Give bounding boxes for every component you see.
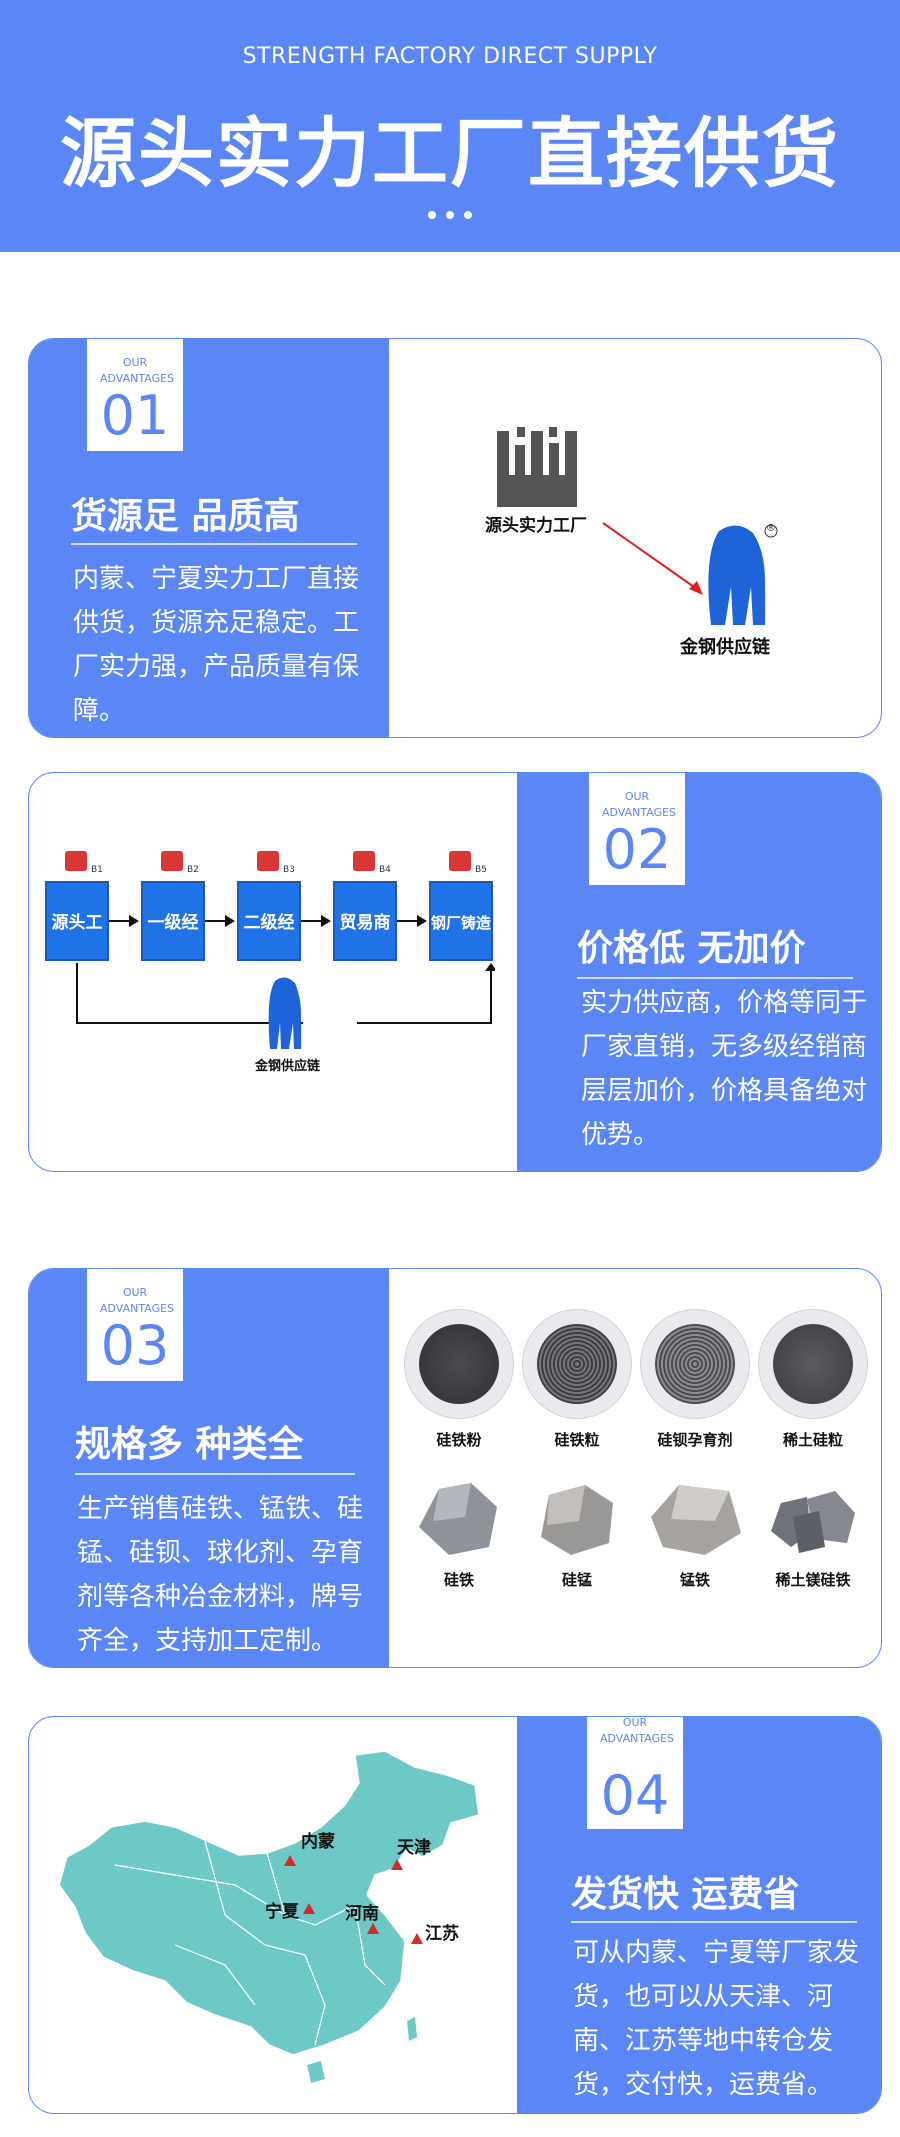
- badge-caption: OUR ADVANTAGES: [100, 1286, 175, 1315]
- red-arrow: [599, 519, 709, 599]
- flow-icon-5: [449, 851, 471, 871]
- brand-logo-icon: [689, 521, 785, 625]
- brand-label: 金钢供应链: [680, 637, 770, 658]
- flow-brand-label: 金钢供应链: [255, 1059, 321, 1074]
- badge-caption: OUR ADVANTAGES: [600, 1716, 675, 1745]
- card-4-body: 可从内蒙、宁夏等厂家发货，也可以从天津、河南、江苏等地中转仓发货，交付快，运费省…: [573, 1938, 860, 2100]
- product-lump: [645, 1477, 745, 1559]
- flow-box-1: 源头工厂: [45, 881, 109, 1013]
- card-4-title: 发货快 运费省: [571, 1874, 800, 1915]
- map-label-henan: 河南: [345, 1904, 379, 1924]
- product-silicon-manganese: 硅锰: [519, 1477, 635, 1590]
- map-marker-ningxia: [303, 1903, 315, 1914]
- flow-icon-3: [257, 851, 279, 871]
- product-label: 硅锰: [561, 1571, 592, 1589]
- map-label-neimeng: 内蒙: [301, 1832, 335, 1852]
- card-1-title: 货源足 品质高: [71, 496, 300, 537]
- card-2-divider: [577, 977, 853, 979]
- flow-arrow-4: [397, 915, 427, 927]
- product-ferrosilicon: 硅铁: [401, 1477, 517, 1590]
- header-banner: STRENGTH FACTORY DIRECT SUPPLY 源头实力工厂直接供…: [0, 0, 900, 252]
- map-marker-jiangsu: [411, 1933, 423, 1944]
- product-label: 锰铁: [679, 1571, 710, 1589]
- flow-box-3: 二级经销: [237, 881, 301, 1013]
- badge-caption: OUR ADVANTAGES: [602, 790, 677, 819]
- card-4-badge: OUR ADVANTAGES 04: [587, 1717, 683, 1829]
- factory-label: 源头实力工厂: [485, 516, 587, 536]
- card-1-divider: [71, 543, 357, 545]
- header-subtitle: STRENGTH FACTORY DIRECT SUPPLY: [242, 44, 658, 69]
- product-lump: [409, 1477, 509, 1559]
- flow-icon-2: [161, 851, 183, 871]
- flow-tag-4: B4: [379, 865, 391, 875]
- card-2-badge: OUR ADVANTAGES 02: [589, 773, 685, 885]
- flow-tag-1: B1: [91, 865, 103, 875]
- product-silicon-granule: 硅铁粒: [519, 1309, 635, 1450]
- factory-icon: [495, 423, 585, 507]
- advantage-card-2: OUR ADVANTAGES 02 价格低 无加价 实力供应商，价格等同于厂家直…: [28, 772, 882, 1172]
- card-2-blue-panel: [517, 773, 881, 1171]
- card-3-divider: [75, 1473, 355, 1475]
- flow-box-5: 钢厂铸造厂: [429, 881, 493, 1012]
- flow-icon-4: [353, 851, 375, 871]
- badge-number: 04: [600, 1764, 670, 1827]
- flow-bypass-line: [75, 963, 497, 1033]
- header-dots: [0, 204, 900, 223]
- product-plate: [758, 1309, 868, 1419]
- product-label: 稀土硅粒: [782, 1431, 843, 1449]
- map-marker-henan: [367, 1923, 379, 1934]
- product-plate: [640, 1309, 750, 1419]
- card-1-badge: OUR ADVANTAGES 01: [87, 339, 183, 451]
- card-3-title: 规格多 种类全: [75, 1424, 304, 1465]
- map-marker-neimeng: [284, 1855, 296, 1866]
- product-barium-inoculant: 硅钡孕育剂: [637, 1309, 753, 1450]
- card-1-body: 内蒙、宁夏实力工厂直接供货，货源充足稳定。工厂实力强，产品质量有保障。: [73, 564, 360, 726]
- advantage-card-1: OUR ADVANTAGES 01 货源足 品质高 内蒙、宁夏实力工厂直接供货，…: [28, 338, 882, 738]
- flow-arrow-1: [109, 915, 139, 927]
- badge-caption: OUR ADVANTAGES: [100, 356, 175, 385]
- flow-tag-2: B2: [187, 865, 199, 875]
- product-silicon-powder: 硅铁粉: [401, 1309, 517, 1450]
- map-label-ningxia: 宁夏: [265, 1902, 299, 1922]
- flow-arrow-2: [205, 915, 235, 927]
- flow-icon-1: [65, 851, 87, 871]
- product-lump: [527, 1477, 627, 1559]
- product-rare-earth-granule: 稀土硅粒: [755, 1309, 871, 1450]
- card-3-badge: OUR ADVANTAGES 03: [87, 1269, 183, 1381]
- card-2-body: 实力供应商，价格等同于厂家直销，无多级经销商层层加价，价格具备绝对优势。: [581, 988, 868, 1150]
- product-label: 硅铁粒: [554, 1431, 600, 1449]
- card-2-title: 价格低 无加价: [577, 928, 806, 969]
- registered-mark: ®: [766, 523, 776, 534]
- map-label-jiangsu: 江苏: [425, 1924, 459, 1944]
- map-marker-tianjin: [391, 1859, 403, 1870]
- flow-tag-3: B3: [283, 865, 295, 875]
- product-rare-earth-magnesium: 稀土镁硅铁: [755, 1477, 871, 1590]
- product-label: 硅铁粉: [436, 1431, 482, 1449]
- product-plate: [522, 1309, 632, 1419]
- flow-box-2: 一级经销: [141, 881, 205, 1013]
- badge-number: 02: [602, 818, 672, 881]
- flow-tag-5: B5: [475, 865, 487, 875]
- product-label: 硅铁: [443, 1571, 474, 1589]
- flow-brand-icon: [261, 975, 309, 1049]
- card-4-blue-panel: [517, 1717, 881, 2113]
- card-4-divider: [571, 1921, 857, 1923]
- flow-box-4: 贸易商: [333, 881, 397, 961]
- product-label: 硅钡孕育剂: [657, 1431, 733, 1449]
- advantage-card-4: OUR ADVANTAGES 04 发货快 运费省 可从内蒙、宁夏等厂家发货，也…: [28, 1716, 882, 2114]
- product-lump: [763, 1477, 863, 1559]
- map-label-tianjin: 天津: [397, 1838, 431, 1858]
- badge-number: 01: [100, 384, 170, 447]
- card-3-body: 生产销售硅铁、锰铁、硅锰、硅钡、球化剂、孕育剂等各种冶金材料，牌号齐全，支持加工…: [77, 1494, 364, 1656]
- product-ferromanganese: 锰铁: [637, 1477, 753, 1590]
- header-title: 源头实力工厂直接供货: [60, 109, 840, 198]
- product-plate: [404, 1309, 514, 1419]
- product-label: 稀土镁硅铁: [775, 1571, 851, 1589]
- badge-number: 03: [100, 1314, 170, 1377]
- flow-arrow-3: [301, 915, 331, 927]
- advantage-card-3: OUR ADVANTAGES 03 规格多 种类全 生产销售硅铁、锰铁、硅锰、硅…: [28, 1268, 882, 1668]
- china-map: [55, 1745, 495, 2091]
